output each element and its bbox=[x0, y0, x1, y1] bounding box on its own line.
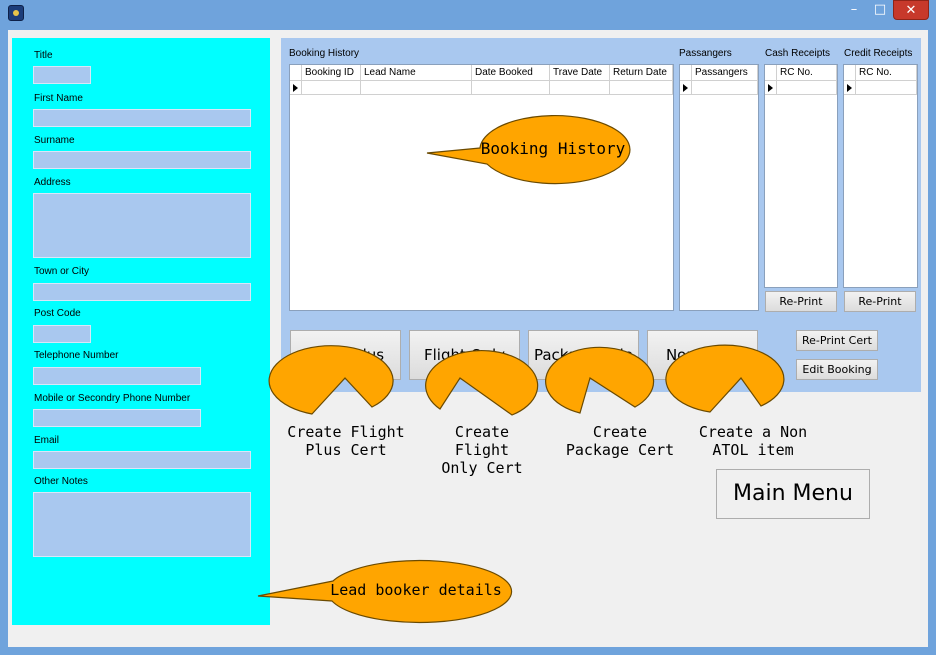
table-row[interactable] bbox=[550, 81, 610, 95]
notes-label: Other Notes bbox=[34, 476, 88, 487]
col-cash-rc-no[interactable]: RC No. bbox=[777, 65, 837, 81]
reprint-cert-button[interactable]: Re-Print Cert bbox=[796, 330, 878, 351]
surname-label: Surname bbox=[34, 135, 75, 146]
address-field[interactable] bbox=[33, 193, 251, 258]
booking-history-label: Booking History bbox=[289, 48, 360, 59]
cash-reprint-button[interactable]: Re-Print bbox=[765, 291, 837, 312]
callout-flight-plus-text: Create Flight Plus Cert bbox=[284, 423, 408, 459]
callout-package-line2: Package Cert bbox=[565, 441, 675, 459]
callout-flight-plus-line1: Create Flight bbox=[287, 423, 405, 441]
row-pointer-icon bbox=[680, 81, 692, 95]
callout-non-atol-text: Create a Non ATOL item bbox=[694, 423, 812, 459]
passengers-label: Passangers bbox=[679, 48, 732, 59]
table-row[interactable] bbox=[856, 81, 917, 95]
grid-corner bbox=[680, 65, 692, 81]
first-name-label: First Name bbox=[34, 93, 83, 104]
callout-package-line1: Create bbox=[592, 423, 648, 441]
col-travel-date[interactable]: Trave Date bbox=[550, 65, 610, 81]
callout-flight-only-line1: Create Flight bbox=[454, 423, 510, 459]
title-field[interactable] bbox=[33, 66, 91, 84]
col-return-date[interactable]: Return Date bbox=[610, 65, 673, 81]
mobile-field[interactable] bbox=[33, 409, 201, 427]
town-field[interactable] bbox=[33, 283, 251, 301]
window-bottom-frame bbox=[0, 647, 936, 655]
minimize-button[interactable]: – bbox=[850, 2, 858, 17]
flight-only-button[interactable]: Flight Only bbox=[409, 330, 520, 380]
col-credit-rc-no[interactable]: RC No. bbox=[856, 65, 917, 81]
postcode-label: Post Code bbox=[34, 308, 81, 319]
app-icon[interactable] bbox=[8, 5, 24, 21]
mobile-label: Mobile or Secondry Phone Number bbox=[34, 393, 191, 404]
flight-plus-button[interactable]: Flight Plus bbox=[290, 330, 401, 380]
postcode-field[interactable] bbox=[33, 325, 91, 343]
cash-receipts-grid[interactable]: RC No. bbox=[764, 64, 838, 288]
row-pointer-icon bbox=[765, 81, 777, 95]
callout-flight-plus-line2: Plus Cert bbox=[305, 441, 387, 459]
table-row[interactable] bbox=[692, 81, 758, 95]
telephone-field[interactable] bbox=[33, 367, 201, 385]
col-booking-id[interactable]: Booking ID bbox=[302, 65, 361, 81]
telephone-label: Telephone Number bbox=[34, 350, 119, 361]
title-label: Title bbox=[34, 50, 53, 61]
grid-corner bbox=[290, 65, 302, 81]
title-bar: – □ ✕ bbox=[0, 0, 936, 26]
callout-flight-only-line2: Only Cert bbox=[441, 459, 523, 477]
passengers-grid[interactable]: Passangers bbox=[679, 64, 759, 311]
non-atol-button[interactable]: Non ATOL bbox=[647, 330, 758, 380]
credit-receipts-label: Credit Receipts bbox=[844, 48, 913, 59]
col-passengers[interactable]: Passangers bbox=[692, 65, 758, 81]
maximize-button[interactable]: □ bbox=[873, 2, 887, 17]
callout-non-atol-line2: ATOL item bbox=[712, 441, 794, 459]
credit-receipts-grid[interactable]: RC No. bbox=[843, 64, 918, 288]
email-label: Email bbox=[34, 435, 60, 446]
table-row[interactable] bbox=[777, 81, 837, 95]
table-row[interactable] bbox=[302, 81, 361, 95]
table-row[interactable] bbox=[610, 81, 673, 95]
address-label: Address bbox=[34, 177, 71, 188]
grid-corner bbox=[844, 65, 856, 81]
callout-flight-only-text: Create Flight Only Cert bbox=[425, 423, 539, 477]
cash-receipts-label: Cash Receipts bbox=[765, 48, 831, 59]
table-row[interactable] bbox=[361, 81, 472, 95]
callout-package-text: Create Package Cert bbox=[562, 423, 678, 459]
surname-field[interactable] bbox=[33, 151, 251, 169]
callout-lead-booker-text: Lead booker details bbox=[330, 581, 502, 599]
table-row[interactable] bbox=[472, 81, 550, 95]
row-pointer-icon bbox=[290, 81, 302, 95]
package-sale-button[interactable]: Package Sale bbox=[528, 330, 639, 380]
close-button[interactable]: ✕ bbox=[893, 0, 929, 20]
col-lead-name[interactable]: Lead Name bbox=[361, 65, 472, 81]
main-menu-button[interactable]: Main Menu bbox=[716, 469, 870, 519]
credit-reprint-button[interactable]: Re-Print bbox=[844, 291, 916, 312]
row-pointer-icon bbox=[844, 81, 856, 95]
callout-booking-history-text: Booking History bbox=[480, 139, 626, 158]
edit-booking-button[interactable]: Edit Booking bbox=[796, 359, 878, 380]
grid-corner bbox=[765, 65, 777, 81]
email-field[interactable] bbox=[33, 451, 251, 469]
town-label: Town or City bbox=[34, 266, 90, 277]
col-date-booked[interactable]: Date Booked bbox=[472, 65, 550, 81]
callout-non-atol-line1: Create a Non bbox=[698, 423, 808, 441]
first-name-field[interactable] bbox=[33, 109, 251, 127]
notes-field[interactable] bbox=[33, 492, 251, 557]
booking-history-grid[interactable]: Booking ID Lead Name Date Booked Trave D… bbox=[289, 64, 674, 311]
